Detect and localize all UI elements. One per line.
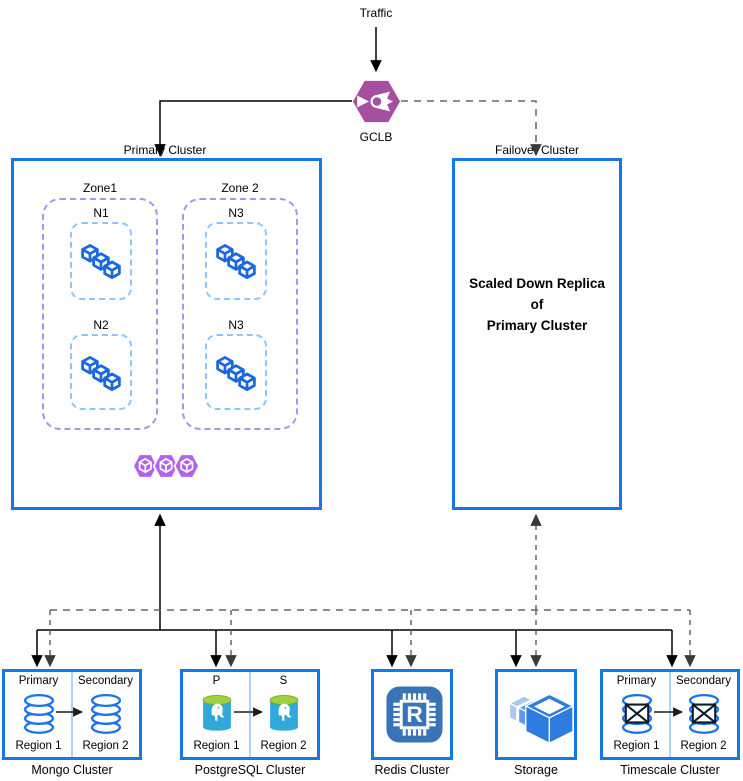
postgresql-cluster-box: P Region 1 S Region 2: [180, 669, 320, 760]
zone2-label: Zone 2: [221, 181, 259, 195]
gclb-label: GCLB: [359, 130, 393, 144]
mongo-cluster-box: Primary Region 1 Secondary Region 2: [2, 669, 142, 760]
failover-cluster-box: Scaled Down Replica of Primary Cluster: [452, 158, 622, 510]
node-n2-label: N2: [93, 318, 109, 332]
timescale-primary-role-label: Primary: [616, 675, 657, 687]
node-n3b-box: [205, 334, 267, 410]
container-cubes-icon: [213, 241, 259, 283]
traffic-label: Traffic: [359, 6, 393, 20]
failover-text-line2: of: [530, 297, 544, 312]
mongo-region2-label: Region 2: [82, 740, 129, 752]
timescale-region1-label: Region 1: [613, 740, 660, 752]
timescale-secondary-role-label: Secondary: [676, 675, 731, 687]
region-divider: [669, 672, 671, 757]
mongo-primary-cell: Primary Region 1: [5, 672, 72, 757]
timescaledb-database-icon: [686, 692, 722, 735]
timescale-region2-label: Region 2: [680, 740, 727, 752]
node-n3b-label: N3: [228, 318, 244, 332]
pods-hexagon-icon: [133, 450, 201, 482]
failover-cluster-description: Scaled Down Replica of Primary Cluster: [455, 273, 619, 336]
postgres-secondary-role-label: S: [279, 675, 288, 687]
region-divider: [249, 672, 251, 757]
postgres-region2-label: Region 2: [260, 740, 307, 752]
postgresql-cluster-caption: PostgreSQL Cluster: [194, 763, 306, 777]
container-cubes-icon: [78, 353, 124, 395]
node-n1-label: N1: [93, 206, 109, 220]
postgres-primary-role-label: P: [212, 675, 221, 687]
mongo-primary-role-label: Primary: [18, 675, 59, 687]
mongo-secondary-cell: Secondary Region 2: [72, 672, 139, 757]
mongo-secondary-role-label: Secondary: [78, 675, 133, 687]
failover-text-line3: Primary Cluster: [486, 318, 588, 333]
redis-cluster-box: R: [371, 669, 453, 760]
node-n1-box: [70, 222, 132, 300]
zone2-box: [182, 198, 298, 430]
redis-letter: R: [406, 702, 422, 727]
primary-cluster-box: [11, 158, 322, 510]
mongo-cluster-caption: Mongo Cluster: [31, 763, 113, 777]
region-divider: [71, 672, 73, 757]
failover-text-line1: Scaled Down Replica: [469, 276, 605, 291]
postgresql-database-icon: [199, 692, 235, 735]
storage-caption: Storage: [514, 763, 558, 777]
postgres-secondary-cell: S Region 2: [250, 672, 317, 757]
postgresql-database-icon: [266, 692, 302, 735]
primary-cluster-label: Primary Cluster: [123, 143, 207, 157]
gclb-load-balancer-icon: [352, 78, 401, 125]
mongo-region1-label: Region 1: [15, 740, 62, 752]
storage-boxes-icon: [502, 687, 575, 745]
storage-box: [495, 669, 577, 760]
failover-cluster-label: Failover Cluster: [494, 143, 580, 157]
postgres-region1-label: Region 1: [193, 740, 240, 752]
zone1-box: [42, 198, 158, 430]
timescale-cluster-caption: Timescale Cluster: [620, 763, 720, 777]
postgres-primary-cell: P Region 1: [183, 672, 250, 757]
timescale-secondary-cell: Secondary Region 2: [670, 672, 737, 757]
container-cubes-icon: [213, 353, 259, 395]
node-n3a-label: N3: [228, 206, 244, 220]
redis-cluster-caption: Redis Cluster: [374, 763, 450, 777]
timescale-primary-cell: Primary Region 1: [603, 672, 670, 757]
timescale-cluster-box: Primary Region 1 Secondary Region 2: [600, 669, 740, 760]
timescaledb-database-icon: [619, 692, 655, 735]
zone1-label: Zone1: [82, 181, 118, 195]
mongodb-database-icon: [88, 692, 124, 735]
mongodb-database-icon: [21, 692, 57, 735]
node-n3a-box: [205, 222, 267, 300]
redis-chip-icon: R: [385, 685, 444, 744]
node-n2-box: [70, 334, 132, 410]
container-cubes-icon: [78, 241, 124, 283]
